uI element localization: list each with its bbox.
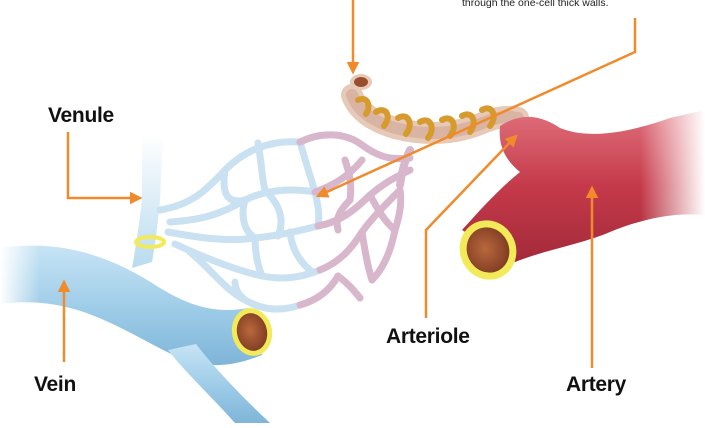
label-arteriole: Arteriole bbox=[386, 325, 470, 349]
venule bbox=[132, 135, 164, 268]
label-venule: Venule bbox=[48, 104, 114, 128]
arteriole bbox=[350, 74, 518, 185]
label-vein: Vein bbox=[34, 373, 76, 397]
caption-fragment: through the one-cell thick walls. bbox=[462, 0, 609, 9]
label-artery: Artery bbox=[566, 373, 626, 397]
capillary-network bbox=[160, 135, 410, 309]
pointer-venule bbox=[68, 132, 140, 198]
